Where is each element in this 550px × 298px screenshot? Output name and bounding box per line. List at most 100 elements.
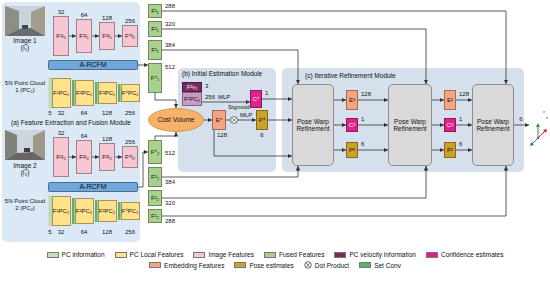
legend-item: Embedding Features — [149, 261, 224, 269]
annotation-label: 32 — [58, 110, 65, 117]
connector — [204, 120, 212, 121]
pc-local-feature-block: F¹PC₂ — [52, 196, 71, 226]
annotation-label: 320 — [165, 21, 175, 28]
legend-item: Set Conv — [359, 261, 401, 269]
dot-product-circle — [305, 262, 312, 269]
legend-text: Image Features — [208, 251, 254, 258]
block-label: Pose Warp Refinement — [391, 118, 429, 132]
annotation-label: Image 2 (I₂) — [11, 162, 39, 176]
pose-axes-illustration — [530, 111, 548, 146]
pc-local-feature-block: F³PC₂ — [98, 200, 117, 222]
annotation-label: 128 — [361, 91, 371, 98]
legend-text: Fused Features — [279, 251, 325, 258]
annotation-label: 384 — [165, 42, 175, 49]
legend-swatch — [149, 262, 161, 268]
legend-swatch — [334, 252, 346, 258]
connector — [162, 50, 298, 84]
pc-local-feature-block: F²PC₂ — [75, 198, 94, 224]
dot-product-cross — [306, 263, 310, 267]
pc-local-feature-block: F²PC₁ — [75, 80, 94, 106]
connector — [155, 93, 176, 108]
connector — [358, 150, 388, 151]
legend-item: PC velocity information — [334, 251, 415, 258]
axis-z — [531, 138, 538, 145]
legend-item: Dot Product — [304, 261, 349, 269]
photo-sky — [5, 6, 45, 36]
connector — [69, 36, 76, 37]
annotation-label: 256 — [125, 110, 135, 117]
cost-volume-ellipse-shape — [149, 109, 204, 132]
legend-item: Pose estimates — [234, 261, 293, 269]
block-label: C⁴ — [253, 96, 260, 103]
legend-item: Fused Features — [264, 251, 325, 258]
connector — [456, 100, 472, 101]
legend-text: PC velocity information — [349, 251, 415, 258]
block-label: F³I₂ — [102, 154, 112, 161]
dot-product-circle — [231, 117, 238, 124]
image-feature-block: F¹I₂ — [53, 137, 69, 177]
legend: PC informationPC Local FeaturesImage Fea… — [0, 251, 550, 269]
connector — [92, 157, 99, 158]
annotation-label: 256 — [125, 18, 135, 25]
annotation-label: 6 — [519, 116, 522, 123]
block-label: F²₁ — [151, 26, 159, 33]
annotation-label: 320 — [165, 200, 175, 207]
image-feature-block: F³I₁ — [99, 22, 115, 50]
pc-local-feature-block: F¹PC₁ — [52, 78, 71, 108]
fused-feature-block: F¹₁ — [148, 4, 162, 18]
block-label: Pose Warp Refinement — [475, 118, 511, 132]
block-label: F³PC₁ — [99, 90, 115, 97]
module-panel-fill — [2, 2, 140, 242]
legend-symbol — [304, 261, 312, 269]
legend-text: Set Conv — [374, 262, 401, 269]
annotation-label: 128 — [459, 91, 469, 98]
block-label: Pose Warp Refinement — [295, 118, 331, 132]
annotation-label: 288 — [165, 3, 175, 10]
pc-local-feature-block: F⁴PC₂ — [121, 202, 140, 220]
connector — [268, 120, 292, 121]
annotation-label: 128 — [102, 15, 112, 22]
legend-swatch — [359, 262, 371, 268]
fused-feature-block: F⁴₁ — [148, 63, 162, 93]
block-label: F⁴PC₂ — [122, 208, 139, 215]
axis-head — [530, 142, 534, 146]
annotation-label: 5N Point Cloud 2 (PC₂) — [3, 198, 47, 211]
street-photo — [5, 6, 45, 36]
annotation-label: 3 — [205, 83, 208, 90]
fused-feature-block: F¹₂ — [148, 209, 162, 223]
annotation-label: 384 — [165, 179, 175, 186]
annotation-label: MLP — [218, 94, 230, 101]
legend-swatch — [47, 252, 59, 258]
annotation-label: 128 — [102, 110, 112, 117]
embedding-block: E⁴ — [212, 110, 226, 130]
block-label: E⁴ — [216, 117, 223, 124]
fused-feature-block: F²₁ — [148, 21, 162, 37]
photo-car — [24, 148, 30, 152]
embedding-block: E² — [444, 90, 456, 110]
block-label: F²₂ — [151, 195, 159, 202]
connector — [334, 150, 346, 151]
annotation-label: 5 — [48, 110, 51, 117]
annotation-label: 256 — [205, 94, 215, 101]
legend-swatch — [426, 252, 438, 258]
block-label: F³₁ — [151, 47, 159, 54]
dot-product-cross — [232, 118, 237, 123]
dot-product-symbol — [231, 117, 238, 124]
block-label: C² — [447, 122, 453, 129]
image-feature-block: F²I₁ — [76, 19, 92, 53]
trajectory-dot — [543, 111, 545, 113]
annotation-label: 288 — [165, 218, 175, 225]
block-label: F⁴I₂ — [125, 154, 135, 161]
block-label: Cost Volume — [158, 116, 195, 123]
block-label: F⁴I₁ — [125, 33, 135, 40]
connector — [432, 100, 444, 101]
annotation-label: 64 — [81, 133, 88, 140]
legend-text: Confidence estimates — [441, 251, 504, 258]
pose-block: P³ — [346, 142, 358, 158]
annotation-label: 6 — [361, 141, 364, 148]
fused-feature-block: F⁴₂ — [148, 140, 162, 164]
fused-feature-block: F³₁ — [148, 40, 162, 60]
axis-x — [538, 130, 546, 138]
embedding-block: E³ — [346, 90, 358, 110]
connector — [334, 125, 346, 126]
